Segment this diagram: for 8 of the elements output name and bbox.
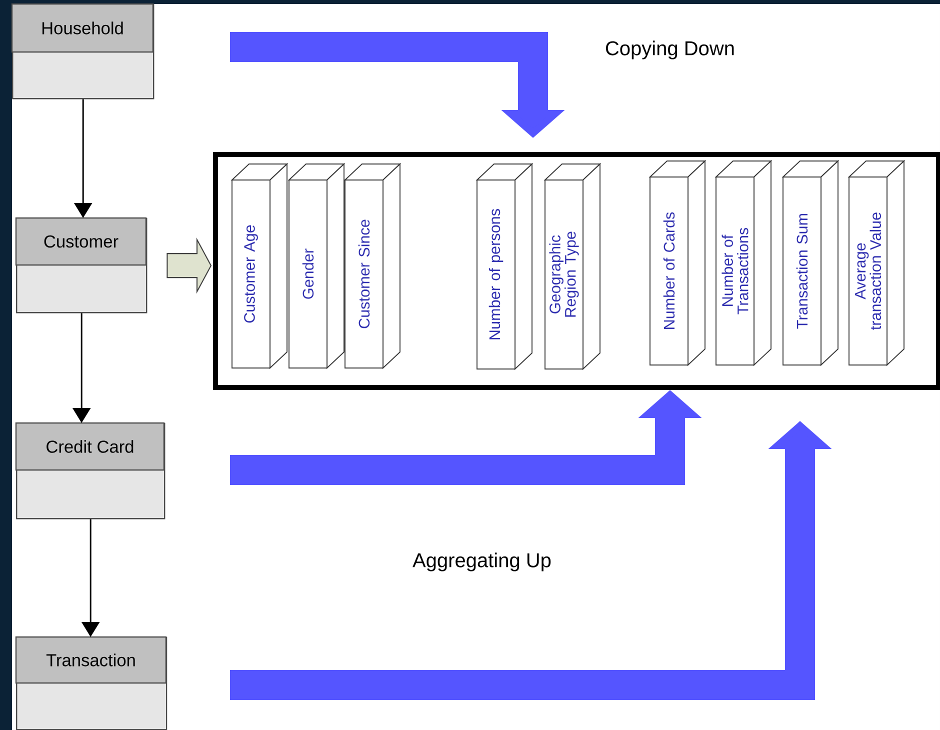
entity-box: Customer [15,217,148,314]
table-frame [213,152,940,390]
block-arrow [166,237,212,294]
entity-box: Household [11,3,154,100]
entity-box: Transaction [15,636,168,730]
entity-box: Credit Card [15,422,166,520]
arrow-caption: Copying Down [606,40,734,60]
arrow-caption: Aggregating Up [412,552,551,572]
